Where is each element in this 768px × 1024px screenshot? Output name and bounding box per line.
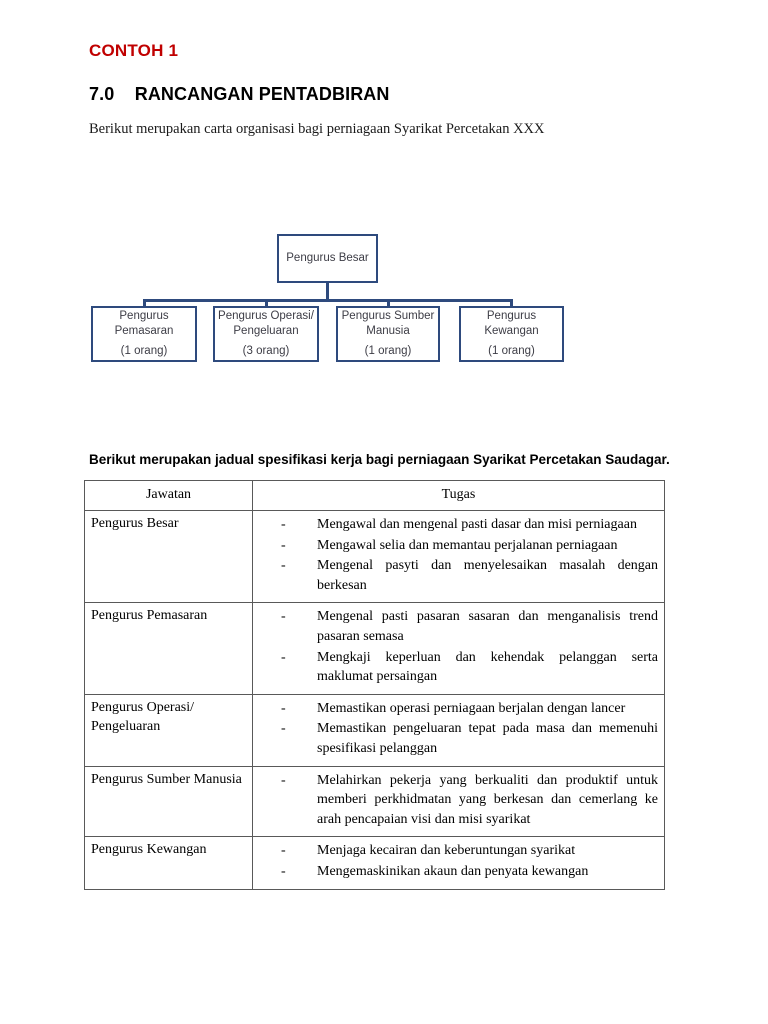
org-chart-intro-text: Berikut merupakan carta organisasi bagi …	[89, 121, 545, 137]
task-list: - Mengawal dan mengenal pasti dasar dan …	[259, 515, 658, 595]
task-item: - Mengawal selia dan memantau perjalanan…	[259, 536, 658, 556]
connector-horizontal-bus	[143, 299, 513, 302]
org-node-count: (1 orang)	[488, 345, 535, 358]
org-node-count: (3 orang)	[242, 345, 290, 358]
org-node-pengurus-besar: Pengurus Besar	[277, 234, 378, 283]
org-node-count: (1 orang)	[120, 345, 168, 358]
org-node-title: Pengurus Kewangan	[484, 310, 539, 337]
org-node-title: Pengurus Sumber Manusia	[341, 310, 435, 337]
cell-role: Pengurus Operasi/ Pengeluaran	[84, 693, 253, 767]
cell-role: Pengurus Kewangan	[84, 836, 253, 890]
task-text: Mengkaji keperluan dan kehendak pelangga…	[317, 649, 658, 685]
dash-marker: -	[281, 700, 286, 716]
task-text: Mengenal pasyti dan menyelesaikan masala…	[317, 558, 658, 593]
task-item: - Mengemaskinikan akaun dan penyata kewa…	[259, 862, 658, 882]
org-node-pengurus-kewangan: Pengurus Kewangan (1 orang)	[459, 306, 564, 362]
task-list: - Melahirkan pekerja yang berkualiti dan…	[259, 771, 658, 830]
task-item: - Mengenal pasyti dan menyelesaikan masa…	[259, 556, 658, 595]
task-text: Melahirkan pekerja yang berkualiti dan p…	[317, 772, 658, 827]
job-specification-table: Jawatan Tugas Pengurus Besar - Mengawal …	[84, 480, 665, 890]
cell-role: Pengurus Besar	[84, 509, 253, 604]
cell-role: Pengurus Pemasaran	[84, 602, 253, 695]
table-row: Pengurus Operasi/ Pengeluaran - Memastik…	[84, 693, 665, 767]
task-item: - Memastikan operasi perniagaan berjalan…	[259, 699, 658, 719]
cell-tasks: - Memastikan operasi perniagaan berjalan…	[252, 693, 665, 767]
task-item: - Melahirkan pekerja yang berkualiti dan…	[259, 771, 658, 830]
task-text: Mengawal selia dan memantau perjalanan p…	[317, 537, 618, 553]
task-text: Mengemaskinikan akaun dan penyata kewang…	[317, 863, 589, 879]
org-node-pengurus-pemasaran: Pengurus Pemasaran (1 orang)	[91, 306, 197, 362]
column-header-tugas: Tugas	[252, 480, 665, 511]
cell-tasks: - Mengawal dan mengenal pasti dasar dan …	[252, 509, 665, 604]
organization-chart: Pengurus Besar Pengurus Pemasaran (1 ora…	[0, 0, 768, 400]
dash-marker: -	[281, 558, 286, 574]
spec-table-intro-text: Berikut merupakan jadual spesifikasi ker…	[89, 452, 670, 467]
table-row: Pengurus Pemasaran - Mengenal pasti pasa…	[84, 602, 665, 695]
page-title: 7.0 RANCANGAN PENTADBIRAN	[89, 84, 390, 104]
cell-tasks: - Mengenal pasti pasaran sasaran dan men…	[252, 602, 665, 695]
dash-marker: -	[281, 772, 286, 788]
contoh-label: CONTOH 1	[89, 41, 179, 60]
org-node-title: Pengurus Besar	[286, 252, 369, 265]
org-node-count: (1 orang)	[364, 345, 412, 358]
task-item: - Menjaga kecairan dan keberuntungan sya…	[259, 841, 658, 861]
dash-marker: -	[281, 609, 286, 625]
table-row: Pengurus Kewangan - Menjaga kecairan dan…	[84, 836, 665, 890]
task-text: Mengawal dan mengenal pasti dasar dan mi…	[317, 517, 637, 532]
table-row: Pengurus Sumber Manusia - Melahirkan pek…	[84, 765, 665, 838]
dash-marker: -	[281, 843, 286, 859]
org-node-title: Pengurus Operasi/ Pengeluaran	[218, 310, 314, 337]
task-item: - Mengawal dan mengenal pasti dasar dan …	[259, 515, 658, 535]
task-list: - Mengenal pasti pasaran sasaran dan men…	[259, 607, 658, 686]
dash-marker: -	[281, 517, 286, 532]
table-header-row: Jawatan Tugas	[84, 480, 665, 511]
org-node-pengurus-operasi-pengeluaran: Pengurus Operasi/ Pengeluaran (3 orang)	[213, 306, 319, 362]
dash-marker: -	[281, 649, 286, 665]
cell-role: Pengurus Sumber Manusia	[84, 765, 253, 838]
task-item: - Mengkaji keperluan dan kehendak pelang…	[259, 648, 658, 687]
org-node-pengurus-sumber-manusia: Pengurus Sumber Manusia (1 orang)	[336, 306, 440, 362]
cell-tasks: - Menjaga kecairan dan keberuntungan sya…	[252, 836, 665, 890]
task-text: Menjaga kecairan dan keberuntungan syari…	[317, 843, 576, 859]
task-text: Memastikan operasi perniagaan berjalan d…	[317, 700, 626, 716]
connector-root-stem	[326, 283, 329, 301]
dash-marker: -	[281, 537, 286, 553]
task-item: - Memastikan pengeluaran tepat pada masa…	[259, 719, 658, 758]
dash-marker: -	[281, 721, 286, 737]
column-header-jawatan: Jawatan	[84, 480, 253, 511]
cell-tasks: - Melahirkan pekerja yang berkualiti dan…	[252, 765, 665, 838]
task-text: Mengenal pasti pasaran sasaran dan menga…	[317, 609, 658, 644]
dash-marker: -	[281, 863, 286, 879]
task-list: - Memastikan operasi perniagaan berjalan…	[259, 699, 658, 759]
org-node-title: Pengurus Pemasaran	[114, 310, 174, 337]
task-list: - Menjaga kecairan dan keberuntungan sya…	[259, 841, 658, 881]
table-row: Pengurus Besar - Mengawal dan mengenal p…	[84, 509, 665, 604]
task-item: - Mengenal pasti pasaran sasaran dan men…	[259, 607, 658, 646]
task-text: Memastikan pengeluaran tepat pada masa d…	[317, 721, 658, 756]
